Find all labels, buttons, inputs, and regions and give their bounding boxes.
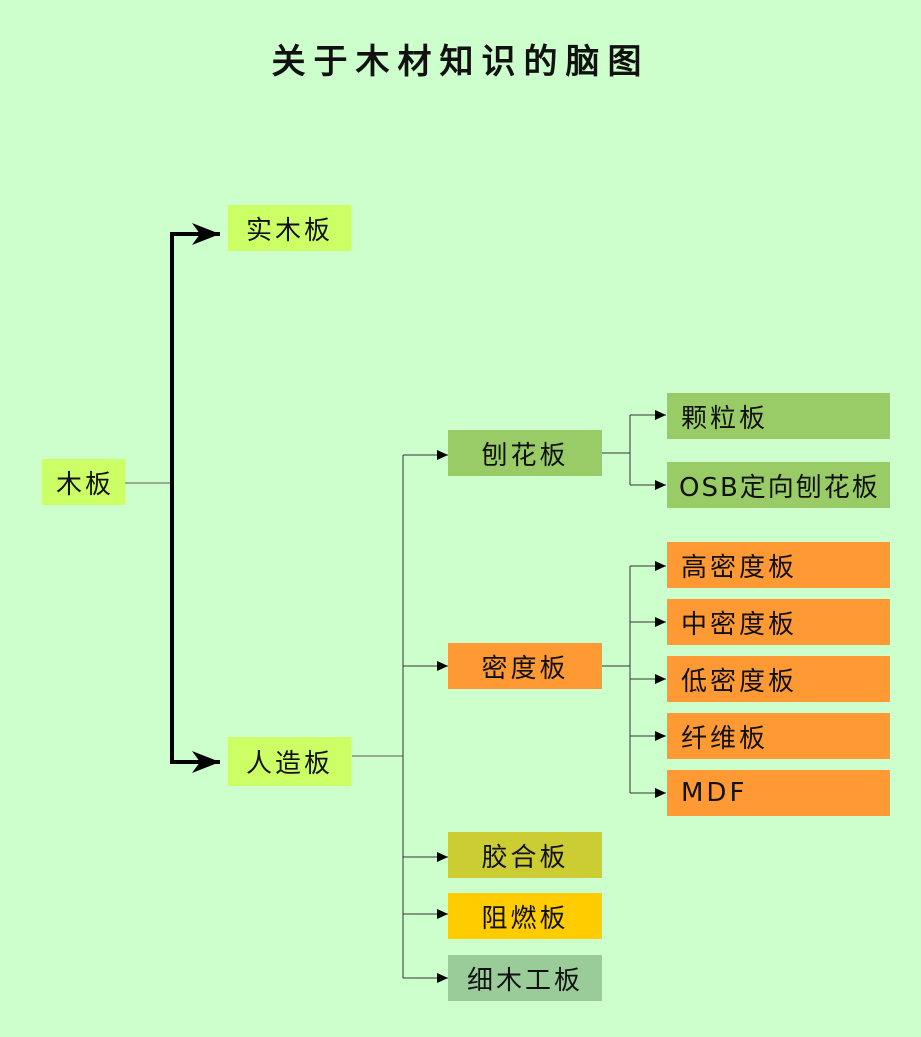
node-mdf[interactable]: MDF [667,770,890,816]
page-title: 关于木材知识的脑图 [271,42,650,82]
node-solid-wood[interactable]: 实木板 [228,205,351,251]
node-particleboard[interactable]: 刨花板 [448,430,602,476]
node-granule-board[interactable]: 颗粒板 [667,393,890,439]
node-fire-retardant[interactable]: 阻燃板 [448,893,602,939]
root-bracket [170,223,220,483]
node-medium-density[interactable]: 中密度板 [667,599,890,645]
node-fiberboard[interactable]: 纤维板 [667,713,890,759]
node-low-density[interactable]: 低密度板 [667,656,890,702]
node-density-board[interactable]: 密度板 [448,643,602,689]
node-blockboard[interactable]: 细木工板 [448,955,602,1001]
node-high-density[interactable]: 高密度板 [667,542,890,588]
node-osb[interactable]: OSB定向刨花板 [667,462,890,508]
node-engineered[interactable]: 人造板 [228,737,351,786]
node-root[interactable]: 木板 [42,459,125,505]
root-bracket-lower [170,483,220,773]
node-plywood[interactable]: 胶合板 [448,832,602,878]
